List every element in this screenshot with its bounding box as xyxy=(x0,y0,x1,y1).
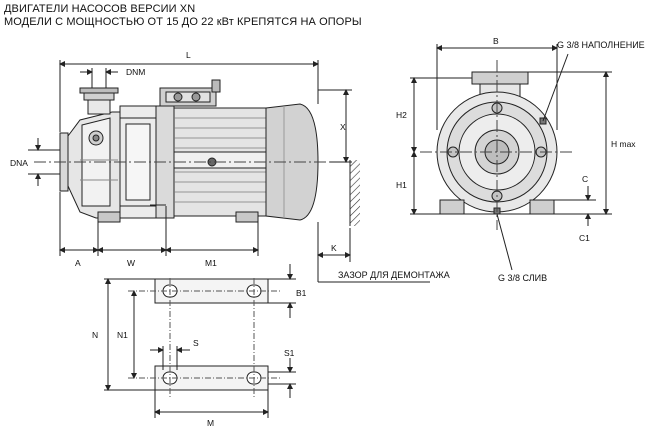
dim-DNM-label: DNM xyxy=(126,67,145,77)
discharge-flange xyxy=(79,87,119,115)
dim-S-label: S xyxy=(193,338,199,348)
dim-X-label: X xyxy=(340,122,346,132)
dim-H2-label: H2 xyxy=(396,110,407,120)
support-feet xyxy=(97,204,259,223)
motor-body xyxy=(155,79,319,221)
dim-N-label: N xyxy=(92,330,98,340)
dim-X xyxy=(318,89,352,163)
dim-H1-label: H1 xyxy=(396,180,407,190)
title-line-2: МОДЕЛИ С МОЩНОСТЬЮ ОТ 15 ДО 22 кВт КРЕПЯ… xyxy=(4,16,362,28)
gap-label: ЗАЗОР ДЛЯ ДЕМОНТАЖА xyxy=(338,270,450,280)
dim-DNA-label: DNA xyxy=(10,158,28,168)
dim-W-label: W xyxy=(127,258,135,268)
dim-DNM xyxy=(80,68,118,88)
side-view xyxy=(28,60,430,283)
end-view xyxy=(410,44,612,271)
drain-port-label: G 3/8 СЛИВ xyxy=(498,273,547,283)
dim-S1-label: S1 xyxy=(284,348,295,358)
dim-C1-label: C1 xyxy=(579,233,590,243)
title-line-1: ДВИГАТЕЛИ НАСОСОВ ВЕРСИИ XN xyxy=(4,3,196,15)
dim-B1-label: B1 xyxy=(296,288,307,298)
dim-C-label: C xyxy=(582,174,588,184)
dim-N1-label: N1 xyxy=(117,330,128,340)
fill-port-label: G 3/8 НАПОЛНЕНИЕ xyxy=(557,40,645,50)
dim-B-label: B xyxy=(493,36,499,46)
dim-A-W-M1 xyxy=(59,192,259,256)
pump-casing xyxy=(59,111,121,219)
dim-M-label: M xyxy=(207,418,214,428)
dim-Hmax-label: H max xyxy=(611,139,636,149)
dim-DNA xyxy=(28,138,60,186)
dim-L-label: L xyxy=(186,50,191,60)
wall xyxy=(349,160,360,226)
dim-A-label: A xyxy=(75,258,81,268)
dim-K-label: K xyxy=(331,243,337,253)
base-view xyxy=(104,264,296,418)
dim-K xyxy=(317,222,430,283)
dim-L xyxy=(59,60,319,132)
dim-M1-label: M1 xyxy=(205,258,217,268)
